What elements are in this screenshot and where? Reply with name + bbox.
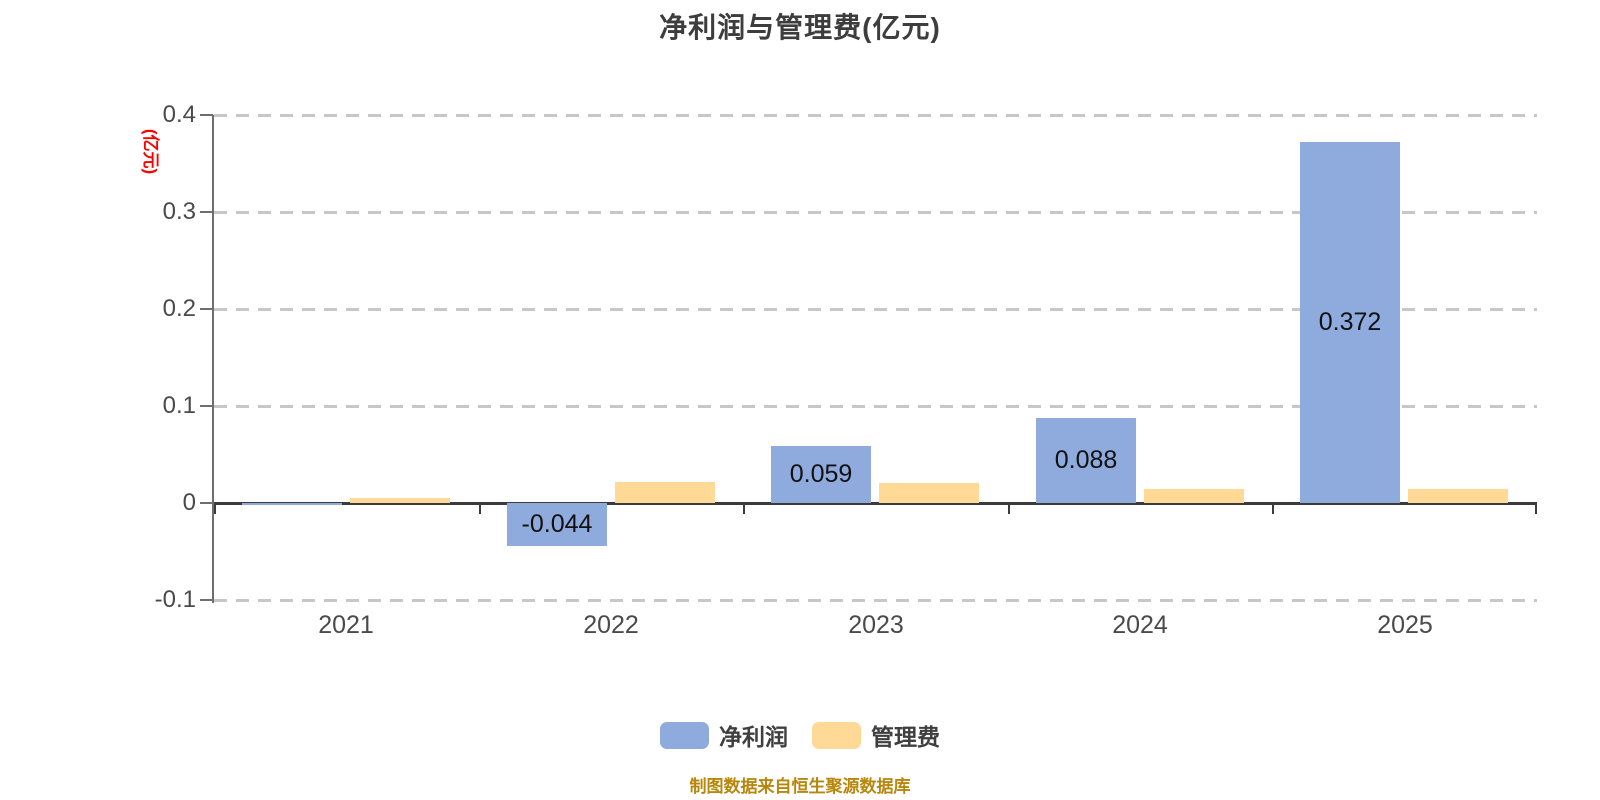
x-axis-tick <box>1008 503 1010 514</box>
bar-净利润-2024: 0.088 <box>1036 417 1136 503</box>
y-axis-tick <box>200 599 213 601</box>
y-axis-tick <box>200 308 213 310</box>
bar-净利润-2025: 0.372 <box>1300 142 1400 504</box>
legend: 净利润 管理费 <box>0 718 1600 752</box>
x-axis-tick <box>743 503 745 514</box>
x-axis-label: 2022 <box>583 611 639 639</box>
y-axis-line <box>212 115 214 603</box>
bar-净利润-2022: -0.044 <box>507 503 607 546</box>
bar-value-label: 0.088 <box>1054 445 1118 474</box>
bar-value-label: 0.372 <box>1318 308 1382 337</box>
legend-label: 净利润 <box>719 724 788 750</box>
gridline <box>214 114 1537 117</box>
y-axis-tick-label: 0.1 <box>162 392 196 419</box>
chart-title: 净利润与管理费(亿元) <box>659 12 941 43</box>
y-axis-tick-label: 0.2 <box>162 295 196 322</box>
x-axis-tick <box>1272 503 1274 514</box>
y-axis-tick-label: 0.3 <box>162 198 196 225</box>
y-axis-tick <box>200 211 213 213</box>
bar-净利润-2023: 0.059 <box>771 445 871 503</box>
x-axis-label: 2021 <box>318 611 374 639</box>
y-axis-tick <box>200 405 213 407</box>
x-axis-label: 2024 <box>1112 611 1168 639</box>
bar-净利润-2021 <box>242 503 342 505</box>
x-axis-label: 2025 <box>1377 611 1433 639</box>
y-axis-tick <box>200 114 213 116</box>
plot-area: -0.044 0.059 0.088 0.372 <box>214 114 1537 602</box>
bar-管理费-2024 <box>1144 489 1244 504</box>
gridline <box>214 211 1537 214</box>
x-axis-tick <box>1535 503 1537 514</box>
x-axis-label: 2023 <box>848 611 904 639</box>
x-axis-tick <box>479 503 481 514</box>
y-axis-tick <box>200 502 213 504</box>
y-axis-tick-label: -0.1 <box>154 586 196 613</box>
bar-管理费-2025 <box>1408 489 1508 504</box>
bar-管理费-2023 <box>879 482 979 503</box>
gridline <box>214 599 1537 602</box>
y-axis-tick-label: 0.4 <box>162 101 196 128</box>
legend-item-mgmt-fee: 管理费 <box>812 718 940 752</box>
mgmt-fee-swatch-icon <box>812 721 861 749</box>
legend-label: 管理费 <box>871 724 940 750</box>
bar-value-label: 0.059 <box>789 459 853 488</box>
net-profit-swatch-icon <box>660 721 709 749</box>
data-source-note: 制图数据来自恒生聚源数据库 <box>689 777 911 796</box>
bar-管理费-2021 <box>350 498 450 504</box>
y-axis-tick-label: 0 <box>182 489 196 516</box>
x-axis-zero-line <box>214 502 1537 505</box>
bar-value-label: -0.044 <box>521 510 593 538</box>
gridline <box>214 405 1537 408</box>
bar-管理费-2022 <box>615 481 715 503</box>
x-axis-tick <box>214 503 216 514</box>
legend-item-net-profit: 净利润 <box>660 718 788 752</box>
gridline <box>214 308 1537 311</box>
